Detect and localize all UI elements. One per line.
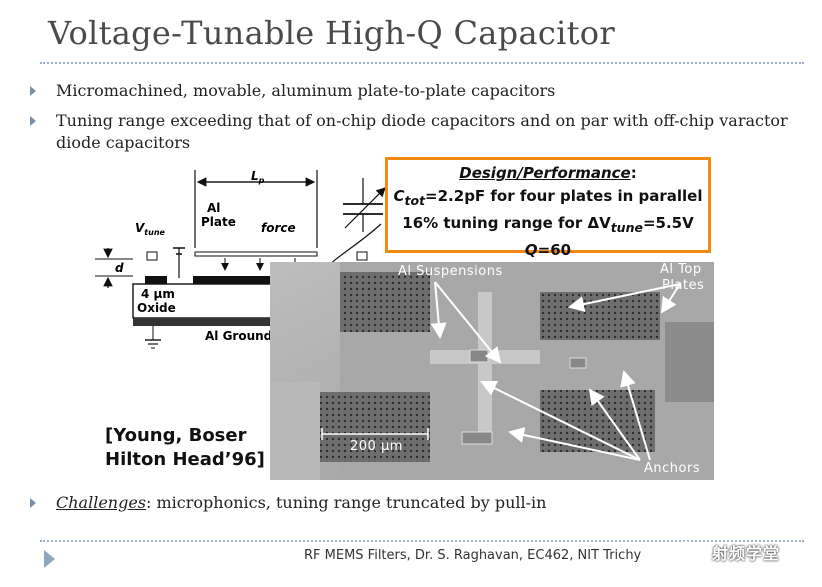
oxide-label: Oxide bbox=[137, 301, 176, 315]
citation-line: Hilton Head’96] bbox=[105, 449, 265, 470]
scale-bar-label: 200 μm bbox=[350, 439, 403, 454]
bullet-item: Tuning range exceeding that of on-chip d… bbox=[30, 110, 810, 158]
challenges-link: Challenges bbox=[56, 493, 147, 512]
design-box-line: Ctot=2.2pF for four plates in parallel bbox=[393, 187, 703, 208]
footer-text: RF MEMS Filters, Dr. S. Raghavan, EC462,… bbox=[304, 548, 642, 563]
bullet-text: Tuning range exceeding that of on-chip d… bbox=[56, 111, 788, 152]
design-box-line: Q=60 bbox=[524, 241, 572, 259]
bullet-item: Challenges: microphonics, tuning range t… bbox=[30, 492, 730, 516]
slide-title: Voltage-Tunable High-Q Capacitor bbox=[48, 14, 615, 52]
title-divider bbox=[40, 62, 804, 64]
design-performance-box: Design/Performance: Ctot=2.2pF for four … bbox=[385, 157, 711, 259]
force-label: force bbox=[261, 221, 296, 235]
lp-label: Lp bbox=[251, 169, 265, 185]
suspensions-label: Al Suspensions bbox=[398, 264, 503, 279]
d-label: d bbox=[115, 261, 124, 275]
bullet-arrow-icon bbox=[30, 116, 36, 126]
design-box-heading: Design/Performance: bbox=[459, 164, 637, 182]
top-plates-label: Al Top bbox=[660, 262, 702, 277]
citation-line: [Young, Boser bbox=[105, 425, 247, 446]
al-plate-label: Al bbox=[207, 201, 220, 215]
watermark-text: 射频学堂 bbox=[712, 544, 781, 563]
al-plate-label: Plate bbox=[201, 215, 236, 229]
bullet-item: Micromachined, movable, aluminum plate-t… bbox=[30, 80, 810, 104]
citation: [Young, Boser Hilton Head’96] bbox=[105, 424, 265, 472]
wechat-icon bbox=[678, 541, 700, 557]
vtune-label: Vtune bbox=[135, 221, 166, 237]
design-box-line: 16% tuning range for ΔVtune=5.5V bbox=[402, 214, 694, 235]
footer-divider bbox=[40, 540, 804, 542]
oxide-label: 4 μm bbox=[141, 287, 175, 301]
bullet-text: Micromachined, movable, aluminum plate-t… bbox=[56, 81, 556, 100]
sem-micrograph: Al Suspensions Al Top Plates 200 μm Anch… bbox=[270, 262, 714, 480]
bullet-text: Challenges: microphonics, tuning range t… bbox=[56, 493, 547, 512]
anchors-label: Anchors bbox=[644, 461, 701, 476]
bullet-arrow-icon bbox=[30, 498, 36, 508]
top-plates-label: Plates bbox=[662, 278, 705, 293]
bullet-arrow-icon bbox=[30, 86, 36, 96]
footer-arrow-icon bbox=[44, 550, 55, 568]
